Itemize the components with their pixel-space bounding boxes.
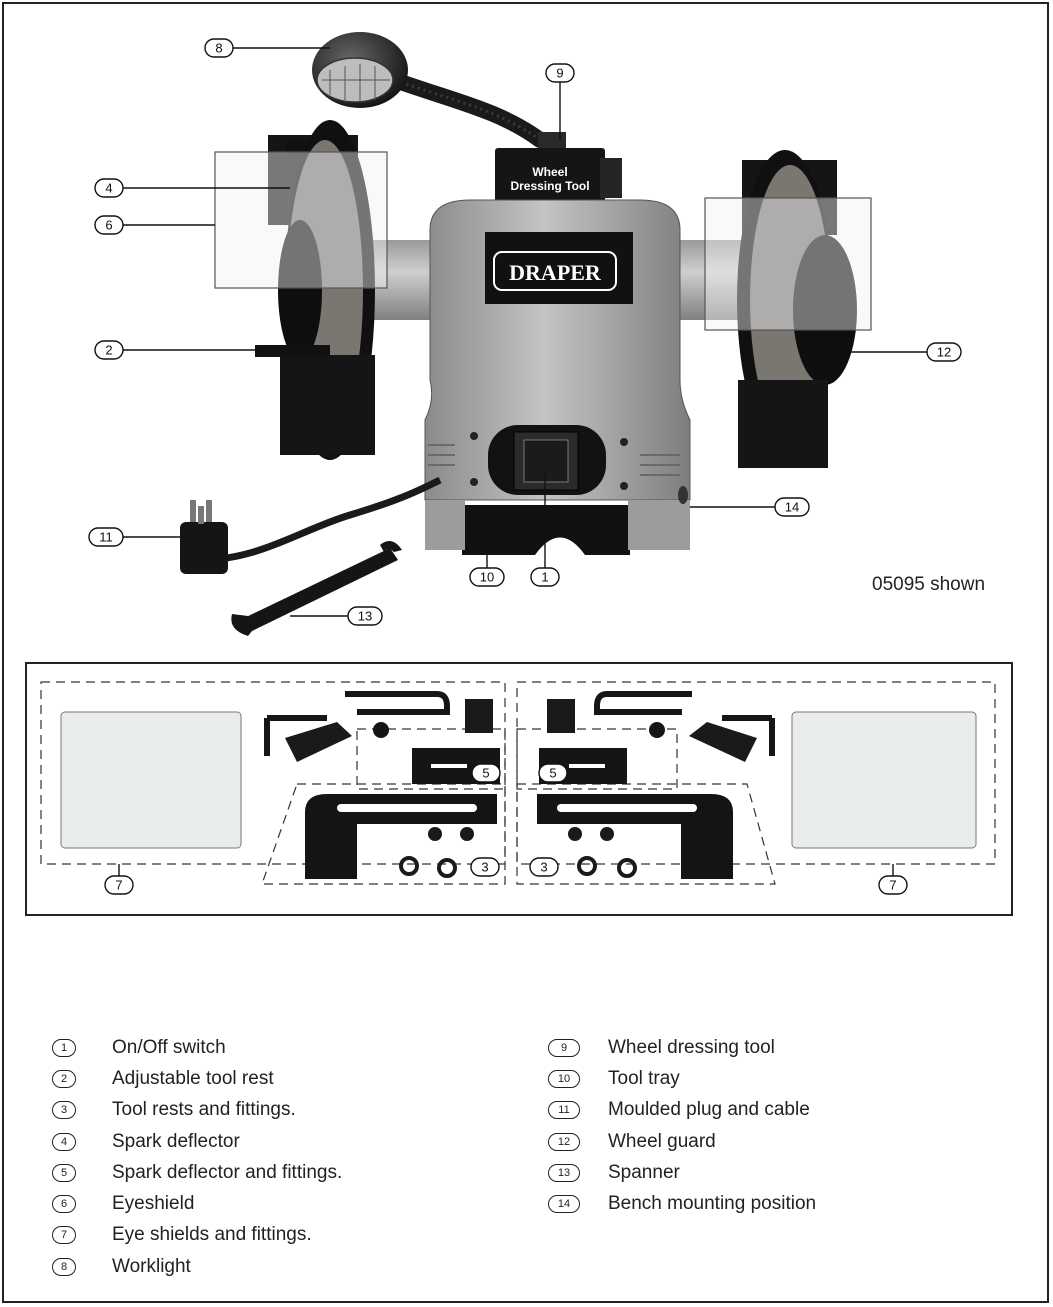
callout-12: 12 xyxy=(926,342,962,362)
svg-text:11: 11 xyxy=(99,530,113,545)
svg-text:3: 3 xyxy=(481,860,488,875)
svg-text:13: 13 xyxy=(358,609,372,624)
svg-text:1: 1 xyxy=(541,570,548,585)
dressing-tool-label-2: Dressing Tool xyxy=(510,179,589,193)
callout-9: 9 xyxy=(545,63,575,83)
kit-callout-3-right: 3 xyxy=(529,857,559,877)
kit-callout-5-left: 5 xyxy=(471,763,501,783)
right-wheel-assembly xyxy=(704,150,872,468)
motor-housing: DRAPER xyxy=(424,199,691,555)
svg-text:14: 14 xyxy=(785,500,799,515)
wheel-dressing-tool: Wheel Dressing Tool xyxy=(495,132,622,202)
callout-4: 4 xyxy=(94,178,124,198)
spanner xyxy=(231,541,402,636)
callout-8: 8 xyxy=(204,38,234,58)
accessory-kit-panel: 5 5 3 3 7 7 xyxy=(25,662,1013,916)
tool-tray xyxy=(462,505,630,555)
svg-text:3: 3 xyxy=(540,860,547,875)
svg-text:10: 10 xyxy=(480,570,494,585)
svg-text:9: 9 xyxy=(556,66,563,81)
svg-text:2: 2 xyxy=(105,343,112,358)
svg-text:7: 7 xyxy=(115,878,122,893)
svg-text:4: 4 xyxy=(105,181,112,196)
moulded-plug-and-cable xyxy=(180,476,442,574)
svg-text:12: 12 xyxy=(937,345,951,360)
worklight xyxy=(312,32,548,148)
kit-callout-7-left: 7 xyxy=(104,875,134,895)
kit-callout-7-right: 7 xyxy=(878,875,908,895)
callout-6: 6 xyxy=(94,215,124,235)
kit-callout-5-right: 5 xyxy=(538,763,568,783)
model-shown-note: 05095 shown xyxy=(872,574,986,595)
svg-text:5: 5 xyxy=(482,766,489,781)
left-wheel-assembly xyxy=(214,120,388,460)
svg-text:7: 7 xyxy=(889,878,896,893)
bench-mounting-hole xyxy=(678,486,688,504)
callout-10: 10 xyxy=(469,567,505,587)
callout-2: 2 xyxy=(94,340,124,360)
brand-logo: DRAPER xyxy=(509,260,602,285)
svg-text:6: 6 xyxy=(105,218,112,233)
callout-11: 11 xyxy=(88,527,124,547)
callout-14: 14 xyxy=(774,497,810,517)
svg-text:5: 5 xyxy=(549,766,556,781)
bench-grinder-illustration: Wheel Dressing Tool DRAPER xyxy=(88,32,962,636)
accessory-kit-illustration: 5 5 3 3 7 7 xyxy=(40,681,996,895)
callout-1: 1 xyxy=(530,567,560,587)
dressing-tool-label-1: Wheel xyxy=(532,165,567,179)
callout-leaders xyxy=(123,47,927,617)
kit-callout-3-left: 3 xyxy=(470,857,500,877)
callout-13: 13 xyxy=(347,606,383,626)
on-off-switch[interactable] xyxy=(523,439,569,483)
svg-text:8: 8 xyxy=(215,41,222,56)
